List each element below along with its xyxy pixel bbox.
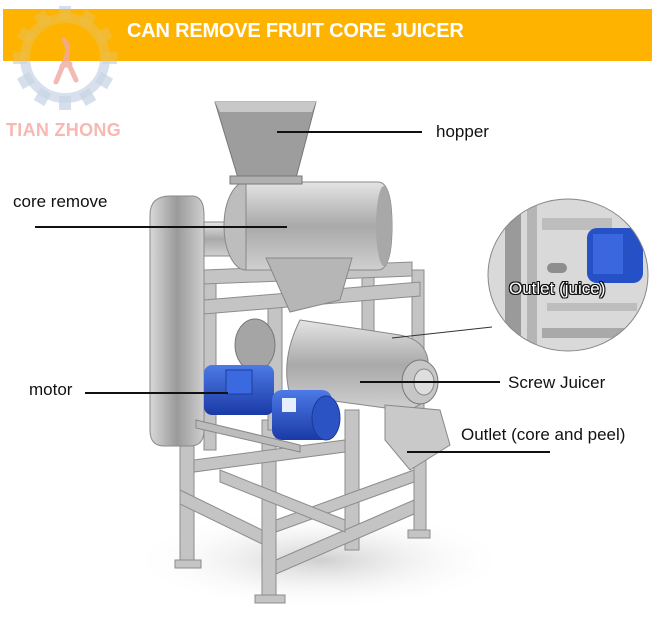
motor-callout-line [85,392,228,394]
outlet-core-peel-callout-line [407,451,550,453]
hopper-callout-line [277,131,422,133]
core-remove-label: core remove [13,192,108,211]
outlet-juice-inset [487,198,649,352]
motor-label: motor [29,380,73,399]
logo-mark-icon [53,37,79,85]
outlet-core-peel-label: Outlet (core and peel) [461,425,626,444]
screw-juicer-callout-line [360,381,500,383]
banner-title: CAN REMOVE FRUIT CORE JUICER [127,20,464,42]
banner-overlay [3,9,652,61]
screw-juicer-label: Screw Juicer [508,373,606,392]
hopper-label: hopper [436,122,489,141]
core-remove-callout-line [35,226,287,228]
outlet-juice-label: Outlet (juice) [509,279,606,298]
logo-text: TIAN ZHONG [6,120,121,140]
